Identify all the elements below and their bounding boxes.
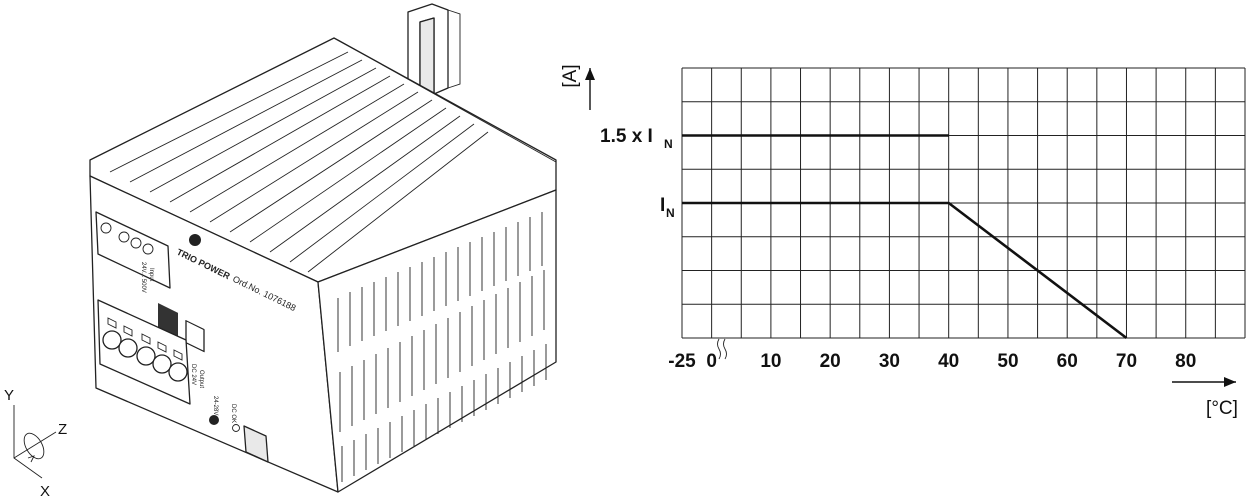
- axis-z-label: Z: [58, 421, 67, 438]
- input-rating: 24V... 500V: [140, 262, 146, 293]
- dc-ok-led: [232, 424, 240, 432]
- signal-connector: [243, 425, 269, 463]
- voltage-potentiometer: [209, 415, 219, 425]
- x-tick-label: 40: [938, 351, 959, 372]
- heat-sink-ribs: [109, 39, 557, 273]
- input-terminal-block: Input 24V... 500V: [95, 211, 171, 293]
- x-tick-label: 50: [997, 351, 1018, 372]
- derating-chart: [A] 1.5 x I N I N -25 0 10 20 30 40 50 60 70 80 […: [560, 64, 1246, 419]
- y-tick-label-sub: N: [664, 137, 673, 151]
- x-tick-labels: -25 0 10 20 30 40 50 60 70 80: [668, 351, 1196, 372]
- x-tick-label: -25: [668, 351, 696, 372]
- y-tick-label-sub: N: [666, 206, 675, 220]
- manufacturer-logo-icon: [185, 234, 205, 353]
- output-label: Output: [198, 370, 204, 388]
- adjust-label: 24-28V: [212, 396, 218, 415]
- x-tick-label: 70: [1116, 351, 1137, 372]
- axis-y-label: Y: [4, 387, 14, 404]
- x-tick-label: 10: [760, 351, 781, 372]
- device-illustration: Input 24V... 500V TRIO POWER Ord.No. 107…: [4, 3, 557, 500]
- x-axis-unit-label: [°C]: [1206, 398, 1238, 419]
- output-terminal-block: Output DC 24V: [97, 299, 204, 405]
- derating-series-line-2: [682, 201, 1128, 340]
- y-tick-label-main: 1.5 x I: [600, 126, 653, 147]
- y-tick-label-1p5in: 1.5 x I N: [600, 126, 673, 151]
- x-tick-label: 80: [1175, 351, 1196, 372]
- x-tick-label: 20: [820, 351, 841, 372]
- x-tick-label: 60: [1057, 351, 1078, 372]
- y-tick-label-in: I N: [660, 195, 675, 220]
- housing-side: [317, 189, 557, 493]
- y-axis-arrow: [585, 68, 595, 110]
- ventilation-slots: [337, 212, 547, 482]
- x-axis-arrow: [1172, 377, 1236, 387]
- coordinate-axes: Y Z X: [4, 387, 67, 500]
- dc-ok-label: DC OK: [230, 404, 236, 423]
- chart-series: [682, 134, 1128, 340]
- input-label: Input: [148, 268, 154, 282]
- axis-break-icon: [717, 338, 727, 360]
- output-rating: DC 24V: [190, 364, 196, 385]
- x-tick-label: 30: [879, 351, 900, 372]
- axis-x-label: X: [40, 483, 50, 500]
- y-tick-label-main: I: [660, 195, 665, 216]
- x-tick-label: 0: [706, 351, 717, 372]
- y-axis-unit-label: [A]: [560, 64, 581, 87]
